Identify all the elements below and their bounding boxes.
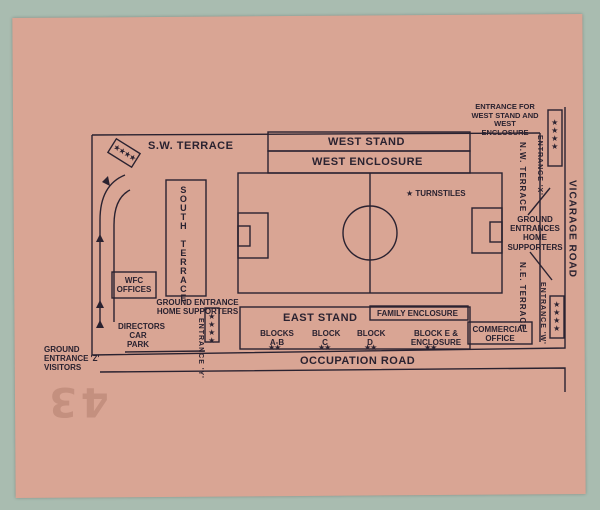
penalty-area-left <box>237 212 269 259</box>
ne-terrace-label: N.E. TERRACE <box>518 262 528 331</box>
commercial-office-outline <box>467 321 533 345</box>
turnstiles-key: ★ TURNSTILES <box>406 189 466 198</box>
arrow-up-1 <box>96 300 104 308</box>
occupation-road-label: OCCUPATION ROAD <box>300 355 416 367</box>
arrow-up-2 <box>96 234 104 242</box>
turnstile-stars-west: ★★★★ <box>550 118 560 150</box>
nw-separator <box>527 187 551 216</box>
home-south-label: GROUND ENTRANCE HOME SUPPORTERS <box>156 298 239 317</box>
nw-terrace-label: N.W. TERRACE <box>518 142 528 213</box>
goal-area-left <box>237 225 251 247</box>
home-north-label: GROUND ENTRANCES HOME SUPPORTERS <box>507 215 563 252</box>
entrance-z-label: GROUND ENTRANCE 'Z' VISITORS <box>44 345 100 373</box>
wfc-offices-outline <box>111 271 157 299</box>
access-road <box>99 174 126 322</box>
sw-terrace-label: S.W. TERRACE <box>148 140 234 152</box>
east-stand-label: EAST STAND <box>283 312 358 324</box>
ground-boundary <box>91 107 566 356</box>
commercial-office-label: COMMERCIAL OFFICE <box>472 325 528 344</box>
arrow-up-4 <box>96 320 104 328</box>
west-stand-label: WEST STAND <box>328 136 405 148</box>
south-terrace-outline <box>165 179 207 297</box>
west-enclosure-label: WEST ENCLOSURE <box>312 156 423 168</box>
north-boundary-top <box>91 132 541 136</box>
family-enclosure-label: FAMILY ENCLOSURE <box>377 309 458 318</box>
turnstile-stars-w: ★★★★ <box>552 300 562 332</box>
block-e-label: BLOCK E & ENCLOSURE <box>410 329 462 348</box>
family-enclosure-outline <box>369 305 469 321</box>
centre-circle <box>342 205 398 261</box>
block-d-label: BLOCK D <box>357 329 386 348</box>
turnstile-stars-c: ★★ <box>318 343 331 352</box>
ticket-number-stamp: 43 <box>45 378 109 424</box>
goal-area-right <box>489 221 503 243</box>
east-stand-outline <box>239 306 471 350</box>
turnstile-stars-d: ★★ <box>364 343 377 352</box>
access-road-inner <box>113 189 131 322</box>
block-c-label: BLOCK C <box>312 329 341 348</box>
ne-separator <box>529 251 553 281</box>
entrance-x-label: ENTRANCE 'X' <box>536 135 544 196</box>
w-turnstile-box <box>549 295 565 339</box>
entrance-west-label: ENTRANCE FOR WEST STAND AND WEST ENCLOSU… <box>471 102 539 137</box>
turnstile-stars-ab: ★★ <box>268 343 281 352</box>
occupation-road-line <box>99 367 566 392</box>
sw-turnstile-box <box>106 137 142 169</box>
vicarage-road-label: VICARAGE ROAD <box>566 180 578 279</box>
entrance-w-label: ENTRANCE 'W' <box>539 282 547 345</box>
wfc-offices-label: WFC OFFICES <box>116 276 152 295</box>
penalty-area-right <box>471 207 503 254</box>
turnstile-stars-e: ★★ <box>424 343 437 352</box>
entrance-y-box <box>204 307 220 343</box>
turnstile-stars-y: ★★★★ <box>207 312 217 344</box>
directors-car-park-label: DIRECTORS CAR PARK <box>118 322 165 350</box>
south-terrace-label: SOUTH TERRACE <box>178 185 189 302</box>
block-ab-label: BLOCKS A-B <box>260 329 294 348</box>
car-park-edge <box>124 350 206 353</box>
west-turnstile-box <box>547 109 563 167</box>
arrow-up-3 <box>102 176 110 186</box>
entrance-y-label: ENTRANCE 'Y' <box>197 318 205 379</box>
